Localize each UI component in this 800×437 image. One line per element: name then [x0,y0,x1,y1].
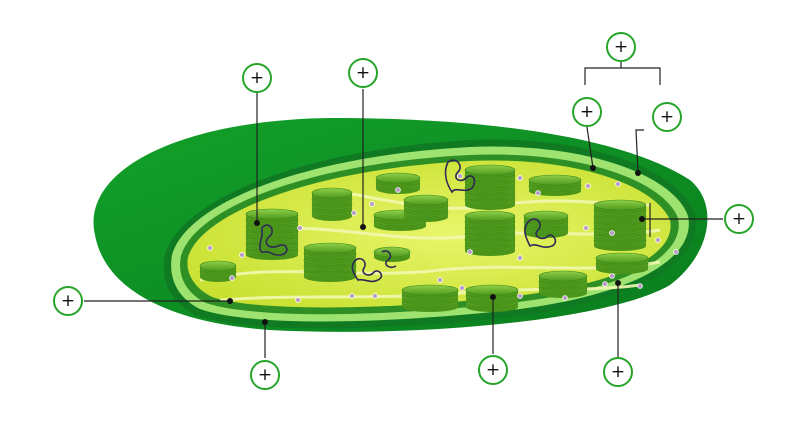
thylakoid-disk [595,252,649,264]
hotspot-plastoglobule[interactable]: + [603,357,633,387]
plastoglobuli [207,173,679,303]
thylakoid-disk [538,270,588,282]
plastoglobule [535,190,541,196]
plastoglobule [467,249,473,255]
granum-stack [311,187,353,221]
leader-endpoints [227,165,645,325]
thylakoid-disk [593,199,647,211]
granum-stack [199,260,237,282]
granum-stack [523,210,569,238]
plastoglobule [517,255,523,261]
thylakoid-disk [311,187,353,199]
hotspot-granum[interactable]: + [242,63,272,93]
plastoglobule [369,201,375,207]
hotspot-intermembrane-space[interactable]: + [53,286,83,316]
thylakoid-disk [373,246,411,258]
thylakoid-disk [464,210,516,222]
granum-stack [593,199,647,251]
plastoglobule [349,293,355,299]
hotspot-stroma-lamella[interactable]: + [724,204,754,234]
plastoglobule [637,283,643,289]
granum-stack [303,242,357,282]
granum-stack [528,174,582,196]
granum-stack [401,284,459,312]
hotspot-envelope[interactable]: + [606,32,636,62]
plastoglobule [437,277,443,283]
plastoglobule [207,245,213,251]
plastoglobule [562,295,568,301]
hotspot-outer-surface[interactable]: + [250,360,280,390]
granum-stack [373,246,411,262]
granum-stack [403,194,449,222]
hotspot-stroma[interactable]: + [478,355,508,385]
thylakoid-disk [375,172,421,184]
plastoglobule [459,285,465,291]
plastoglobule [583,225,589,231]
plastoglobule [297,225,303,231]
plastoglobule [351,210,357,216]
thylakoid-disk [528,174,582,186]
hotspot-inner-membrane[interactable]: + [572,97,602,127]
plastoglobule [229,275,235,281]
chloroplast-dna [259,159,557,283]
plastoglobule [239,252,245,258]
thylakoid-disk [303,242,357,254]
hotspot-outer-membrane[interactable]: + [652,102,682,132]
grana [199,164,649,312]
plastoglobule [457,173,463,179]
granum-stack [538,270,588,298]
plastoglobule [395,187,401,193]
granum-stack [464,164,516,210]
thylakoid-disk [465,284,519,296]
plastoglobule [655,237,661,243]
thylakoid-disk [199,260,237,272]
plastoglobule [615,181,621,187]
plastoglobule [295,297,301,303]
plastoglobule [609,273,615,279]
thylakoid-disk [401,284,459,296]
leader-lines [84,62,723,358]
plastoglobule [609,230,615,236]
plastoglobule [602,281,608,287]
plastoglobule [673,249,679,255]
granum-stack [464,210,516,256]
granum-stack [595,252,649,274]
thylakoid-disk [403,194,449,206]
thylakoid-disk [245,208,299,220]
granum-stack [375,172,421,194]
plastoglobule [585,183,591,189]
plastoglobule [517,293,523,299]
plastoglobule [517,175,523,181]
hotspot-thylakoid[interactable]: + [348,58,378,88]
plastoglobule [372,293,378,299]
thylakoid-disk [464,164,516,176]
